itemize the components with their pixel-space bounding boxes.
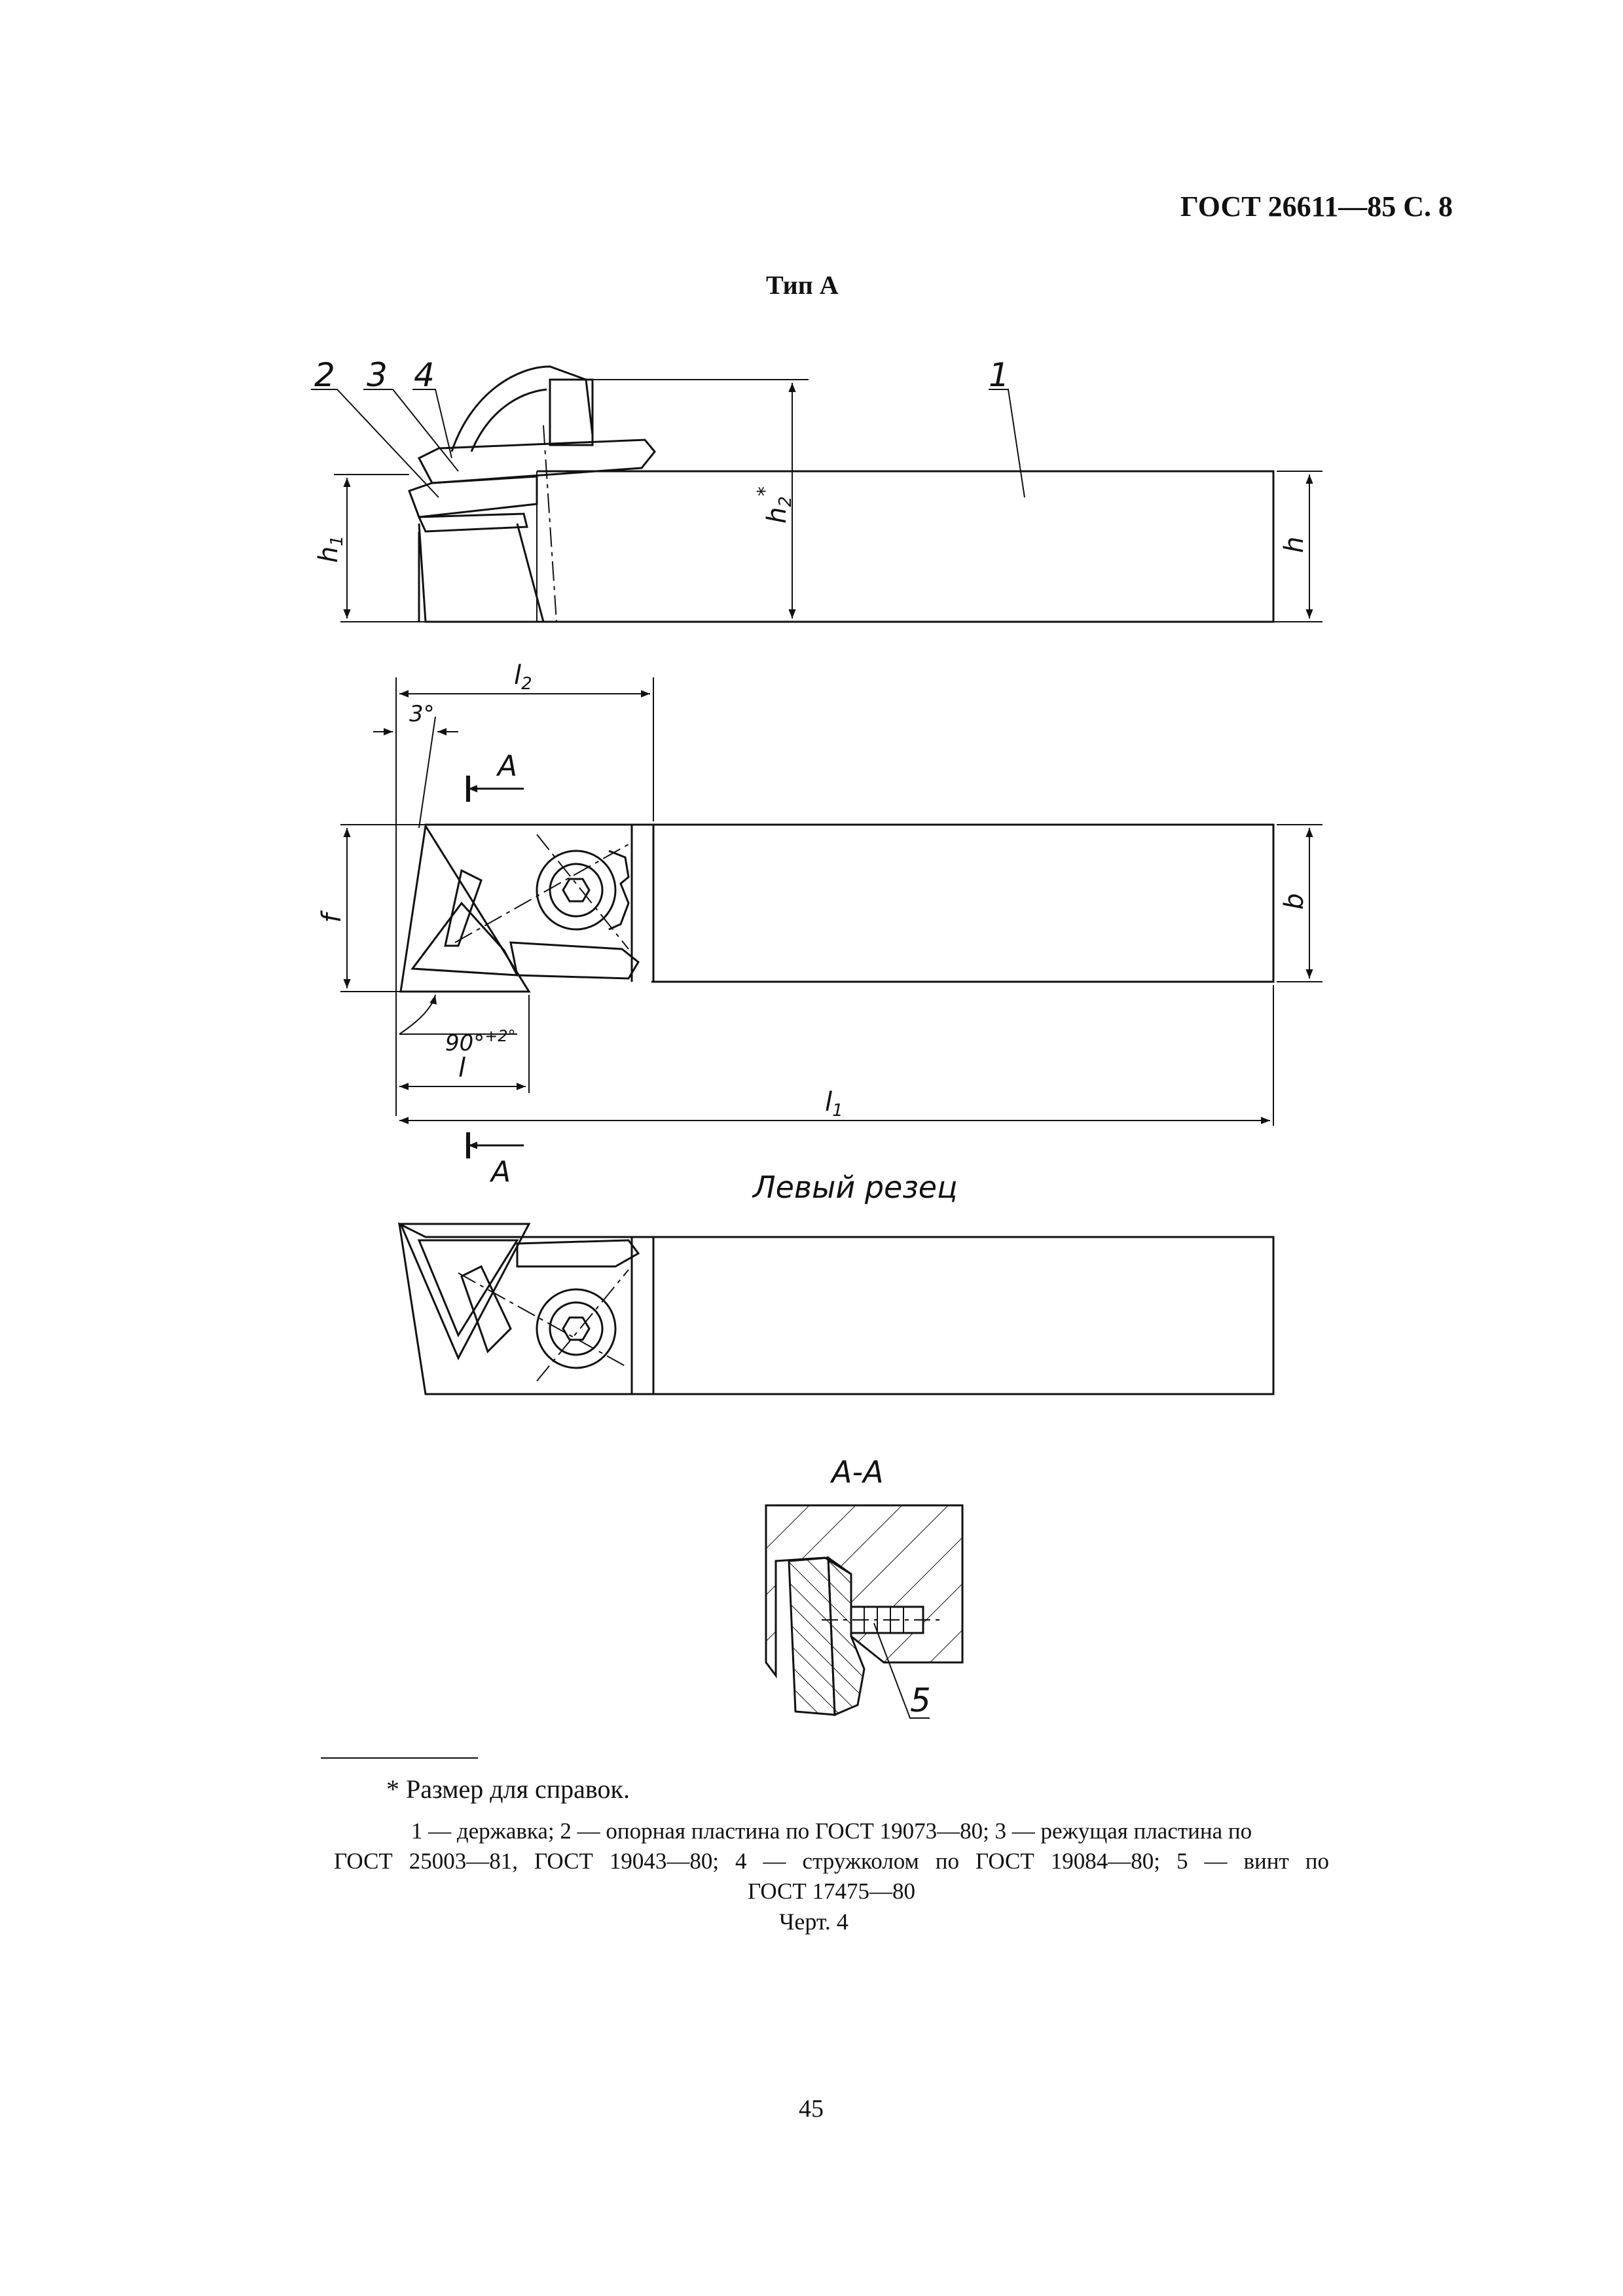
angle-3-label: 3° (409, 701, 435, 727)
leader-3 (363, 389, 459, 472)
position-3-label: 3 (367, 356, 388, 394)
holder-body-side (418, 470, 1275, 623)
footnote-separator (321, 1757, 478, 1759)
figure-caption: Черт. 4 (779, 1909, 848, 1935)
clamp-arc (450, 365, 594, 452)
technical-drawing: 1 2 3 4 h1 h2* h (311, 356, 1322, 1719)
holder-body-top (426, 823, 1275, 983)
parts-legend: 1 — державка; 2 — опорная пластина по ГО… (334, 1816, 1329, 1907)
legend-line-3: ГОСТ 17475—80 (747, 1878, 916, 1904)
angle-90-label: 90°+2° (445, 1027, 516, 1056)
position-2-label: 2 (314, 356, 335, 394)
section-aa-view: 5 (765, 1504, 964, 1719)
section-a-label-top: A (496, 749, 517, 783)
dim-b-label: b (1279, 893, 1309, 910)
standard-header: ГОСТ 26611—85 С. 8 (1180, 190, 1453, 223)
left-holder-body (398, 1222, 1275, 1395)
dim-h1-label: h1 (314, 535, 347, 563)
section-insert (788, 1556, 836, 1716)
legend-line-1: 1 — державка; 2 — опорная пластина по ГО… (410, 1818, 1252, 1844)
side-view (311, 365, 1322, 623)
clamp-top (509, 941, 640, 980)
top-view-labels: l2 3° A f b 90°+2° l l1 A Левый резец (317, 660, 1309, 1205)
side-view-labels: 1 2 3 4 h1 h2* h (314, 356, 1309, 563)
position-5-label: 5 (910, 1681, 931, 1719)
leader-5 (873, 1623, 930, 1719)
section-aa-title: А-А (830, 1454, 884, 1490)
dim-l2-label: l2 (514, 660, 532, 694)
left-cutter-view (398, 1222, 1275, 1395)
leader-2 (311, 389, 439, 498)
dim-l1-label: l1 (825, 1087, 843, 1121)
page-number: 45 (799, 2095, 824, 2123)
leader-1 (989, 389, 1025, 498)
position-4-label: 4 (414, 356, 435, 394)
top-view (340, 677, 1322, 1158)
hex-socket (562, 878, 591, 903)
insert-triangle-top (399, 823, 531, 993)
dim-h-label: h (1279, 537, 1309, 553)
clamp-screw-outer (536, 850, 617, 931)
dim-f-label: f (317, 910, 347, 923)
section-support (827, 1555, 866, 1717)
dim-l-label: l (458, 1053, 465, 1083)
legend-line-2: ГОСТ 25003—81, ГОСТ 19043—80; 4 — стружк… (334, 1848, 1329, 1874)
dim-h2-label: h2* (754, 486, 795, 524)
view-title: Тип А (766, 270, 839, 300)
position-1-label: 1 (989, 356, 1010, 394)
cutting-insert-side (408, 475, 538, 518)
section-a-label-bottom: A (489, 1155, 511, 1189)
left-cutter-title: Левый резец (752, 1170, 957, 1205)
support-plate-side (417, 512, 528, 533)
footnote: * Размер для справок. (386, 1774, 630, 1804)
leader-4 (412, 389, 452, 459)
